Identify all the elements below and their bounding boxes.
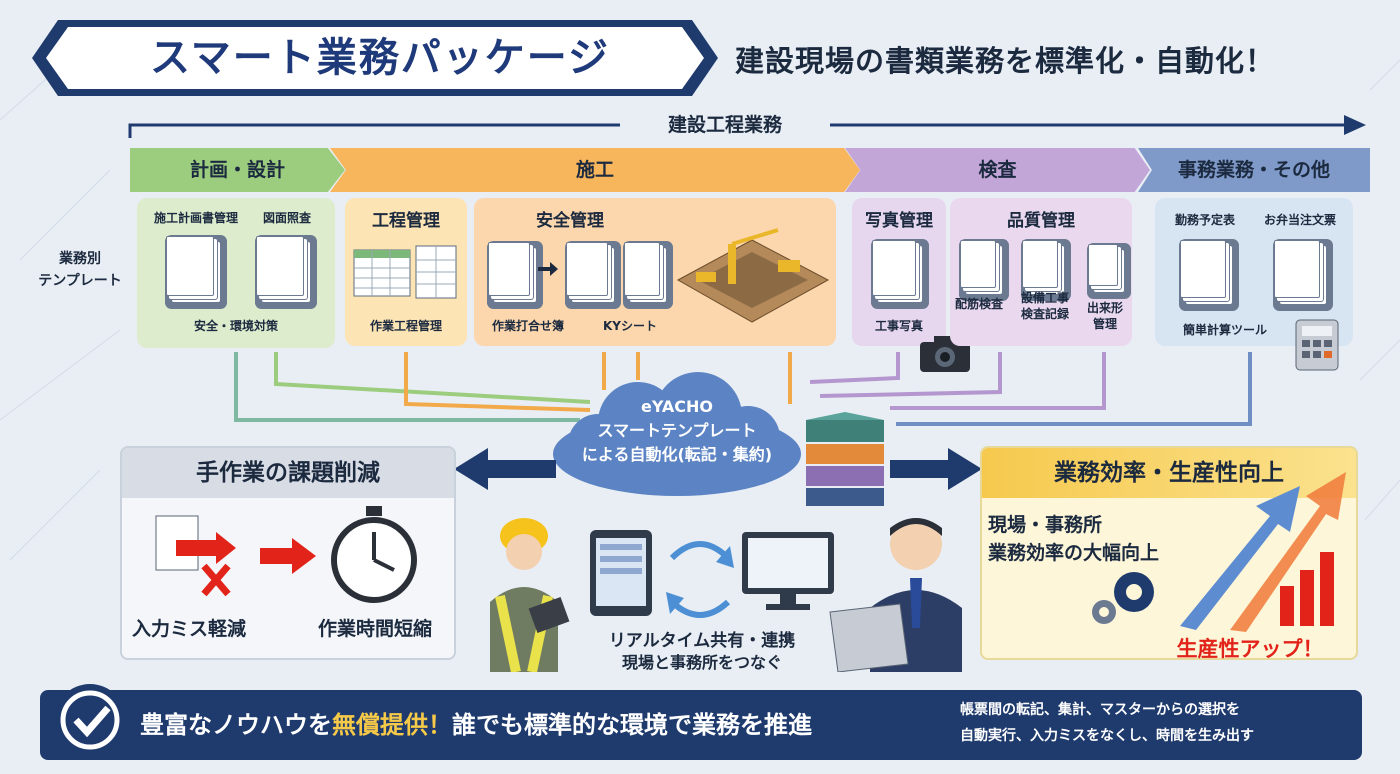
- plan-item-drawing-check: 図面照査: [262, 211, 311, 225]
- footer-note-line1: 帳票間の転記、集計、マスターからの選択を: [960, 702, 1240, 718]
- checkmark-icon: [54, 684, 126, 756]
- database-stack-icon: [806, 412, 884, 506]
- process-label: 建設工程業務: [620, 112, 830, 138]
- anzen-item-meeting: 作業打合せ簿: [491, 319, 564, 333]
- sync-arrows-icon: [666, 541, 734, 618]
- template-label: 業務別 テンプレート: [30, 248, 130, 298]
- phase-inspect: 検査: [845, 148, 1150, 192]
- dimension-document-icon: [1088, 244, 1118, 286]
- footer-note: 帳票間の転記、集計、マスターからの選択を 自動実行、入力ミスをなくし、時間を生み…: [960, 697, 1360, 753]
- plan-item-construction-plan: 施工計画書管理: [153, 211, 238, 225]
- phase-plan: 計画・設計: [130, 148, 345, 192]
- template-label-line1: 業務別: [59, 251, 101, 267]
- manual-item-time: 作業時間短縮: [317, 618, 432, 640]
- phase-build: 施工: [330, 148, 860, 192]
- hub-line3: による自動化(転記・集約): [581, 445, 773, 464]
- eyacho-cloud: [553, 372, 801, 496]
- footer-note-line2: 自動実行、入力ミスをなくし、時間を生み出す: [960, 728, 1254, 744]
- monitor-icon: [742, 532, 834, 610]
- efficiency-line2: 業務効率の大幅向上: [988, 542, 1160, 564]
- photo-item-construction: 工事写真: [874, 319, 923, 333]
- photo-title: 写真管理: [865, 211, 933, 231]
- bento-document-icon: [1274, 240, 1320, 298]
- efficiency-line1: 現場・事務所: [988, 514, 1103, 536]
- site-worker-illustration: [490, 518, 570, 672]
- koutei-title: 工程管理: [372, 211, 440, 231]
- hub-text: eYACHO スマートテンプレート による自動化(転記・集約): [560, 395, 794, 485]
- center-line1: リアルタイム共有・連携: [608, 631, 796, 651]
- koutei-item-schedule: 作業工程管理: [369, 319, 442, 333]
- schedule-sheet-icon: [353, 245, 457, 299]
- arrow-right-red-icon: [260, 538, 316, 574]
- phase-office: 事務業務・その他: [1138, 148, 1370, 192]
- tablet-icon: [590, 530, 652, 616]
- quality-item-dimension-b: 管理: [1092, 317, 1117, 331]
- input-error-icon: [155, 515, 236, 597]
- growth-arrows-icon: [1180, 472, 1346, 632]
- worker-document-icon: [624, 242, 660, 296]
- footer-main-a: 豊富なノウハウを: [140, 711, 332, 739]
- stopwatch-icon: [331, 506, 417, 603]
- office-item-shift: 勤務予定表: [1174, 213, 1235, 227]
- quality-item-dimension-a: 出来形: [1086, 301, 1123, 315]
- drawing-document-icon: [256, 236, 304, 296]
- meeting-document-icon: [488, 242, 530, 296]
- arrow-right-icon: [538, 262, 558, 276]
- page-subtitle: 建設現場の書類業務を標準化・自動化！: [735, 44, 1276, 78]
- anzen-title: 安全管理: [536, 211, 604, 231]
- office-item-calc: 簡単計算ツール: [1182, 323, 1267, 337]
- shift-document-icon: [1180, 240, 1226, 298]
- office-worker-illustration: [829, 518, 962, 672]
- template-label-line2: テンプレート: [38, 273, 122, 289]
- footer-highlight: 無償提供！: [332, 711, 452, 739]
- process-arrow: [128, 115, 1366, 138]
- anzen-item-ky: KYシート: [603, 319, 657, 333]
- gear-icon: [1092, 572, 1154, 624]
- quality-item-equipment-b: 検査記録: [1020, 307, 1069, 321]
- ky-document-icon: [566, 242, 608, 296]
- office-item-bento: お弁当注文票: [1263, 213, 1336, 227]
- camera-icon: [920, 336, 970, 372]
- center-line2: 現場と事務所をつなぐ: [621, 653, 782, 672]
- calculator-icon: [1295, 319, 1339, 371]
- arrow-right-big-icon: [890, 448, 982, 490]
- manual-item-error: 入力ミス軽減: [131, 618, 246, 640]
- plan-document-icon: [166, 236, 214, 296]
- hub-line2: スマートテンプレート: [597, 421, 757, 440]
- photo-document-icon: [872, 240, 916, 296]
- arrow-left-icon: [454, 448, 556, 490]
- productivity-badge: 生産性アップ！: [1176, 637, 1324, 661]
- title-banner: [32, 20, 718, 96]
- equipment-document-icon: [1022, 240, 1058, 288]
- quality-item-rebar: 配筋検査: [954, 297, 1003, 311]
- hub-line1: eYACHO: [640, 397, 714, 416]
- construction-site-illustration: [676, 228, 830, 323]
- plan-item-safety-env: 安全・環境対策: [193, 319, 278, 333]
- footer-banner: [40, 690, 1362, 760]
- footer-main-b: 誰でも標準的な環境で業務を推進: [452, 711, 812, 739]
- quality-item-equipment-a: 設備工事: [1020, 291, 1069, 305]
- manual-reduction-title: 手作業の課題削減: [122, 448, 454, 498]
- quality-title: 品質管理: [1007, 211, 1075, 231]
- footer-message: 豊富なノウハウを無償提供！誰でも標準的な環境で業務を推進: [140, 700, 950, 750]
- page-title: スマート業務パッケージ: [150, 35, 610, 81]
- rebar-document-icon: [960, 240, 996, 288]
